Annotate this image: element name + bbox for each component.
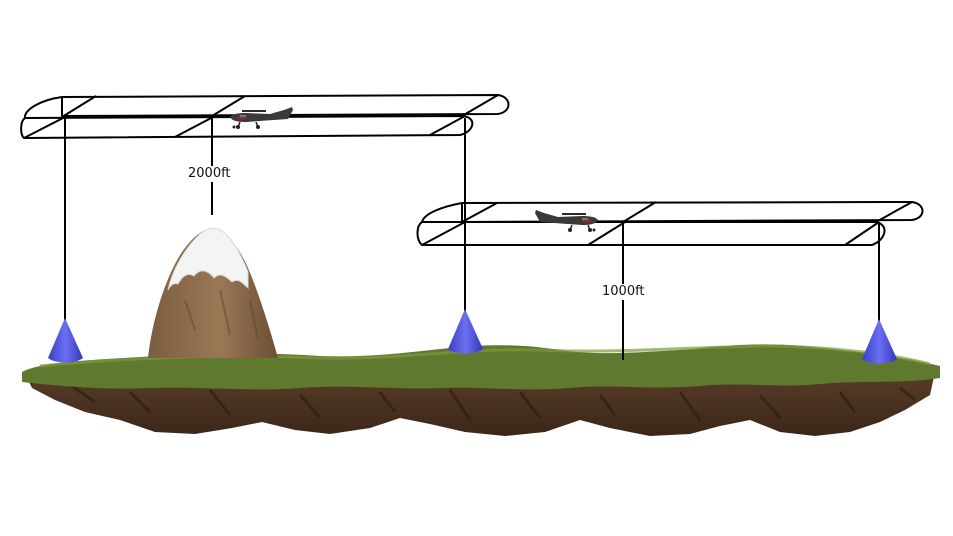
floating-island [22,344,940,436]
airplane-icon [535,210,598,232]
clearance-label-1000ft: 1000ft [600,284,647,300]
mountain-snow-cap [167,227,249,291]
island-soil-cracks [69,383,916,421]
mountain-icon [148,227,278,358]
triangle-marker-icon [448,309,483,354]
clearance-label-2000ft: 2000ft [186,166,233,182]
airway-high [20,94,510,139]
triangle-marker-icon [862,319,897,364]
airway-low [416,201,924,246]
airplane-icon [230,107,293,129]
triangle-marker-icon [48,318,83,363]
